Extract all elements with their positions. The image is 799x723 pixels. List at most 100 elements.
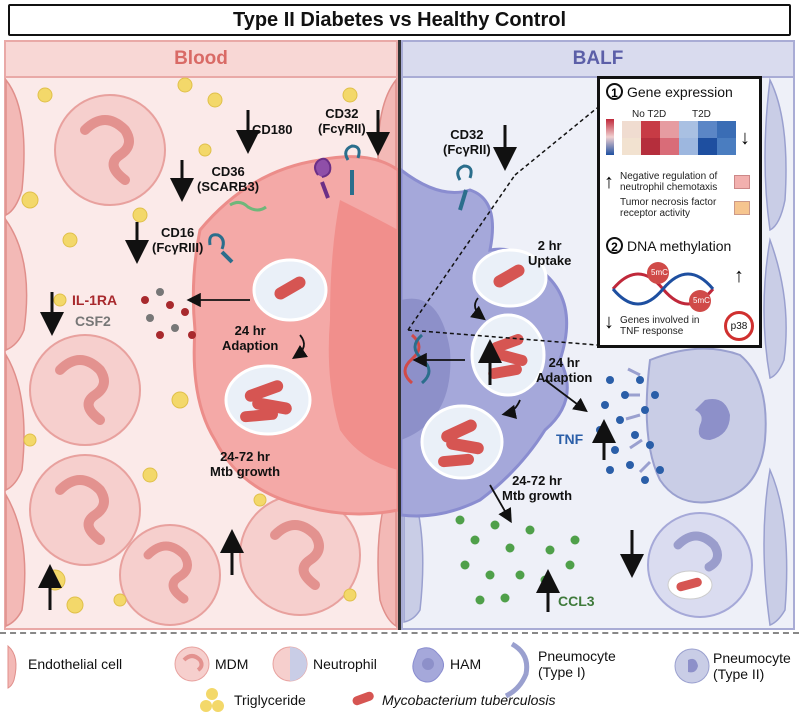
balf-uptake-line1: 2 hr — [537, 238, 562, 253]
pathway-tnf-receptor: Tumor necrosis factor receptor activity — [620, 197, 717, 219]
cd32-receptor-balf — [456, 164, 473, 211]
p38-label: p38 — [730, 320, 748, 332]
cd32-blood-line1: CD32 — [325, 106, 359, 121]
legend-pneumocyte-type1: Pneumocyte (Type I) — [538, 648, 616, 680]
down-arrow-icon: ↓ — [740, 127, 750, 149]
zoom-lines — [407, 107, 598, 346]
group-no-t2d-label: No T2D — [632, 109, 667, 120]
legend-triglyceride: Triglyceride — [234, 692, 306, 708]
blood-adaption-line2: Adaption — [222, 338, 279, 353]
legend-neutrophil: Neutrophil — [313, 656, 377, 672]
cd36-line1: CD36 — [211, 164, 245, 179]
methylation-mark-1: 5mC — [651, 268, 668, 277]
legend-pneumocyte-type2: Pneumocyte (Type II) — [713, 650, 791, 682]
down-arrow-icon: ↓ — [604, 311, 614, 333]
blood-growth-line2: Mtb growth — [210, 464, 281, 479]
blood-adaption-line1: 24 hr — [234, 323, 266, 338]
cd16-label: CD16 (FcγRIII) — [152, 225, 203, 255]
dna-methylation-number: 2 — [606, 237, 623, 254]
mtb-icon — [352, 691, 374, 706]
legend-ham: HAM — [450, 656, 482, 672]
balf-neutrophil — [647, 512, 753, 618]
blood-adaption-label: 24 hr Adaption — [222, 323, 278, 353]
methylation-mark-2: 5mC — [693, 296, 710, 305]
cd36-line2: (SCARB3) — [197, 179, 260, 194]
heatmap-cell — [717, 121, 736, 138]
neutrophil-icon — [54, 94, 166, 206]
legend: Endothelial cell MDM Neutrophil HAM Pneu… — [0, 632, 799, 721]
direction-arrows — [38, 110, 644, 612]
panel-divider — [398, 40, 401, 630]
pneumocyte-type2-icon — [674, 648, 710, 684]
heatmap-cell — [717, 138, 736, 155]
pathway-neutrophil-chemotaxis: Negative regulation of neutrophil chemot… — [620, 171, 718, 193]
cd36-label: CD36 (SCARB3) — [197, 164, 259, 194]
legend-icons — [7, 641, 710, 712]
dna-methylation-title: DNA methylation — [627, 237, 732, 254]
cd32-balf-line1: CD32 — [450, 127, 484, 142]
legend-endothelial: Endothelial cell — [28, 656, 123, 672]
balf-vacuole-growth — [420, 404, 504, 480]
heatmap-cell — [641, 138, 660, 155]
balf-uptake-line2: Uptake — [528, 253, 572, 268]
heatmap-cell — [660, 121, 679, 138]
endothelial-cell-icon — [7, 644, 17, 689]
pneumocyte-type2 — [625, 347, 767, 504]
neutrophil-icon — [272, 646, 308, 682]
blood-endothelium — [5, 77, 397, 628]
balf-adaption-line2: Adaption — [536, 370, 593, 385]
csf2-label: CSF2 — [75, 313, 111, 329]
neutrophil-icon — [29, 454, 141, 566]
cd32-balf-line2: (FcγRII) — [443, 142, 491, 157]
blood-heading: Blood — [6, 42, 396, 78]
inset-box: 1 Gene expression No T2D T2D ↓ ↑ Negativ… — [597, 76, 762, 348]
heatmap-cell — [622, 121, 641, 138]
legend-mdm: MDM — [215, 656, 249, 672]
balf-growth-label: 24-72 hr Mtb growth — [502, 473, 572, 503]
ccl3-label: CCL3 — [558, 593, 595, 609]
neutrophil-icon — [119, 524, 221, 626]
ham-icon — [412, 647, 444, 683]
balf-uptake-label: 2 hr Uptake — [528, 238, 571, 268]
group-t2d-label: T2D — [692, 109, 711, 120]
heatmap-cell — [679, 138, 698, 155]
cd16-line2: (FcγRIII) — [152, 240, 204, 255]
il1ra-label: IL-1RA — [72, 292, 118, 308]
blood-cytokine-dots — [141, 288, 196, 339]
receptors-blood — [208, 144, 361, 264]
blood-vacuole-growth — [224, 364, 312, 436]
legend-mtb: Mycobacterium tuberculosis — [382, 692, 556, 708]
balf-vacuole-uptake — [472, 248, 548, 308]
pneumocyte-type1-icon — [504, 641, 530, 699]
pathway-swatch-orange — [734, 201, 750, 215]
ccl3-dots — [455, 515, 580, 605]
cd32-blood-line2: (FcγRII) — [318, 121, 366, 136]
triglyceride-icon — [200, 688, 224, 712]
blood-growth-line1: 24-72 hr — [220, 449, 270, 464]
balf-growth-line1: 24-72 hr — [512, 473, 562, 488]
mdm-icon — [174, 646, 210, 682]
heatmap-cell — [641, 121, 660, 138]
tnf-response-note: Genes involved in TNF response — [620, 315, 700, 337]
heatmap-cell — [698, 121, 717, 138]
heatmap-cell — [698, 138, 717, 155]
up-arrow-icon: ↑ — [734, 265, 744, 287]
p38-blocked-icon: p38 — [724, 311, 754, 341]
balf-adaption-label: 24 hr Adaption — [536, 355, 592, 385]
cd180-label: CD180 — [252, 122, 293, 137]
neutrophil-icon — [29, 334, 141, 446]
balf-adaption-line1: 24 hr — [548, 355, 580, 370]
cd32-blood-label: CD32 (FcγRII) — [318, 106, 366, 136]
heatmap-scale-bar — [606, 119, 614, 155]
balf-growth-line2: Mtb growth — [502, 488, 573, 503]
tnf-label: TNF — [556, 431, 584, 447]
methylated-dna-icon — [611, 262, 715, 312]
gene-expression-header: 1 Gene expression — [606, 83, 733, 100]
neutrophils — [29, 94, 361, 626]
blood-vacuole-adaption — [252, 258, 328, 322]
blood-heading-text: Blood — [174, 48, 228, 69]
heatmap-cell — [622, 138, 641, 155]
pathway-swatch-pink — [734, 175, 750, 189]
title-text: Type II Diabetes vs Healthy Control — [232, 8, 567, 31]
diagram-illustration — [5, 77, 788, 628]
